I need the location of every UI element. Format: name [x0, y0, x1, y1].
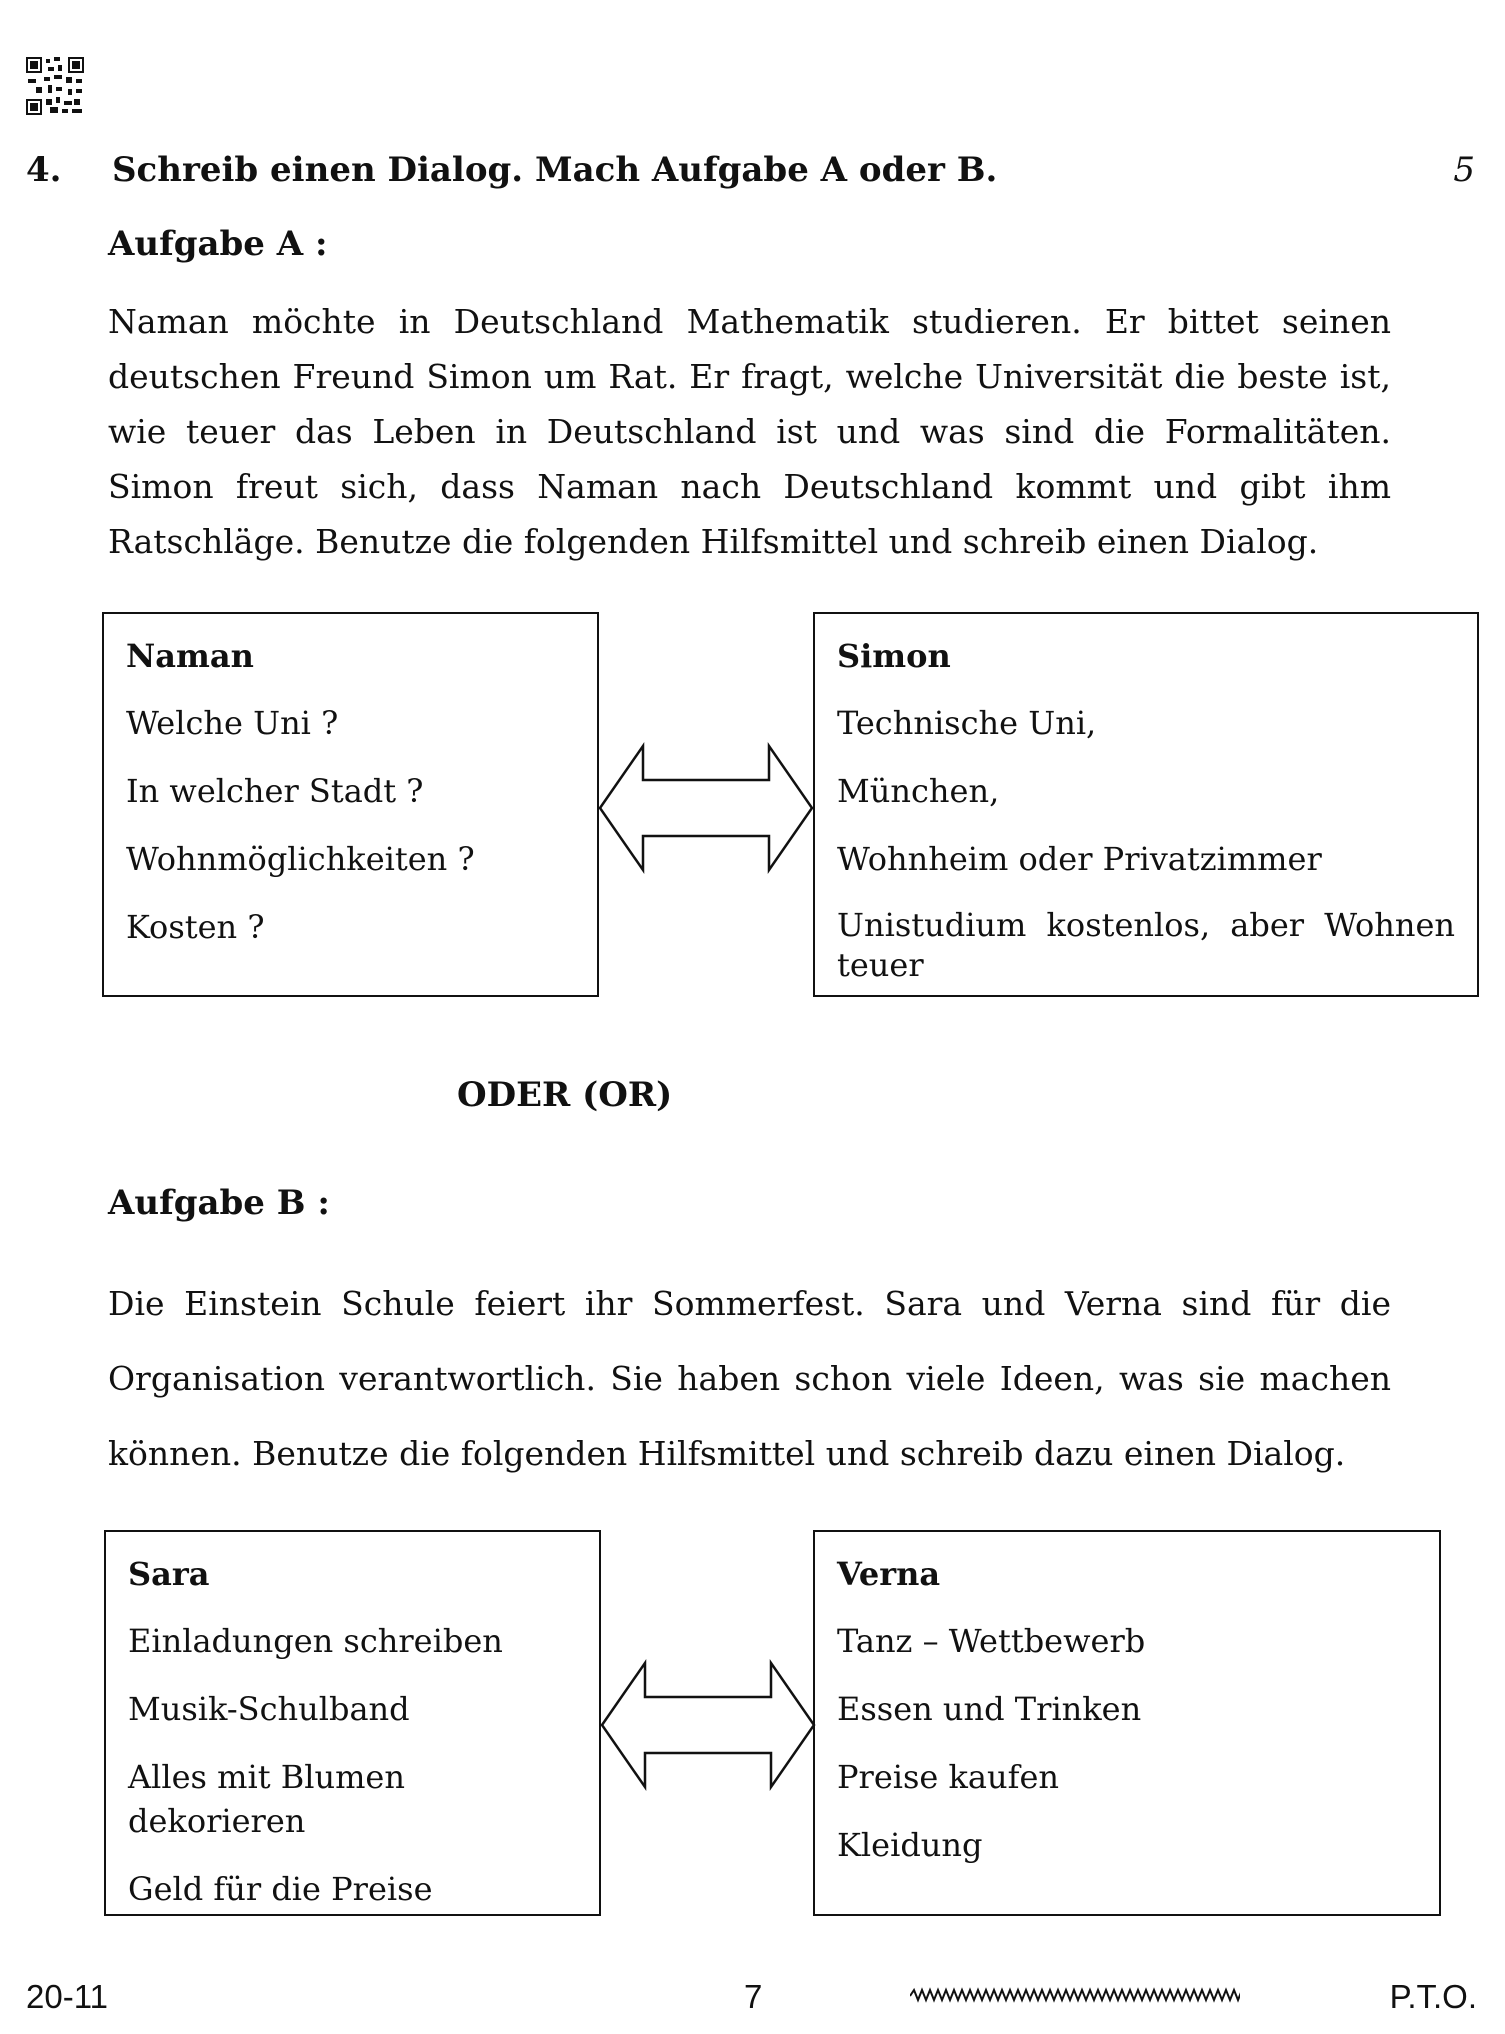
- simon-item: Wohnheim oder Privatzimmer: [837, 840, 1322, 878]
- naman-item: In welcher Stadt ?: [126, 772, 424, 810]
- qr-code-icon: [26, 57, 84, 115]
- naman-item: Welche Uni ?: [126, 704, 339, 742]
- aufgabe-a-text: Naman möchte in Deutschland Mathematik s…: [108, 302, 1391, 561]
- naman-item: Kosten ?: [126, 908, 265, 946]
- simon-item: Technische Uni,: [837, 704, 1097, 742]
- oder-separator: ODER (OR): [457, 1075, 673, 1115]
- naman-box: Naman Welche Uni ? In welcher Stadt ? Wo…: [102, 612, 599, 997]
- sara-item: Musik-Schulband: [128, 1690, 410, 1728]
- page-number: 7: [744, 1978, 763, 2015]
- question-title: Schreib einen Dialog. Mach Aufgabe A ode…: [112, 150, 998, 190]
- wavy-line-icon: [910, 1987, 1240, 2003]
- simon-item: München,: [837, 772, 1000, 810]
- verna-box: Verna Tanz – Wettbewerb Essen und Trinke…: [813, 1530, 1441, 1916]
- sara-item: Einladungen schreiben: [128, 1622, 503, 1660]
- verna-name: Verna: [837, 1555, 941, 1593]
- aufgabe-a-heading: Aufgabe A :: [108, 224, 328, 264]
- question-number: 4.: [26, 150, 62, 190]
- simon-item: Unistudium kostenlos, aber Wohnen teuer: [837, 906, 1455, 984]
- verna-item: Kleidung: [837, 1826, 983, 1864]
- simon-name: Simon: [837, 637, 951, 675]
- sara-item: Geld für die Preise: [128, 1870, 433, 1908]
- question-marks: 5: [1453, 150, 1475, 190]
- sara-name: Sara: [128, 1555, 210, 1593]
- verna-item: Preise kaufen: [837, 1758, 1059, 1796]
- sara-item: Alles mit Blumen dekorieren: [128, 1758, 405, 1840]
- paper-code: 20-11: [26, 1978, 108, 2015]
- verna-item: Tanz – Wettbewerb: [837, 1622, 1146, 1660]
- naman-name: Naman: [126, 637, 254, 675]
- aufgabe-b-heading: Aufgabe B :: [108, 1183, 330, 1223]
- naman-item: Wohnmöglichkeiten ?: [126, 840, 475, 878]
- double-arrow-icon: [598, 742, 814, 874]
- simon-box: Simon Technische Uni, München, Wohnheim …: [813, 612, 1479, 997]
- aufgabe-b-text: Die Einstein Schule feiert ihr Sommerfes…: [108, 1284, 1391, 1473]
- sara-box: Sara Einladungen schreiben Musik-Schulba…: [104, 1530, 601, 1916]
- pto-label: P.T.O.: [1389, 1978, 1477, 2015]
- double-arrow-icon: [600, 1659, 816, 1791]
- verna-item: Essen und Trinken: [837, 1690, 1142, 1728]
